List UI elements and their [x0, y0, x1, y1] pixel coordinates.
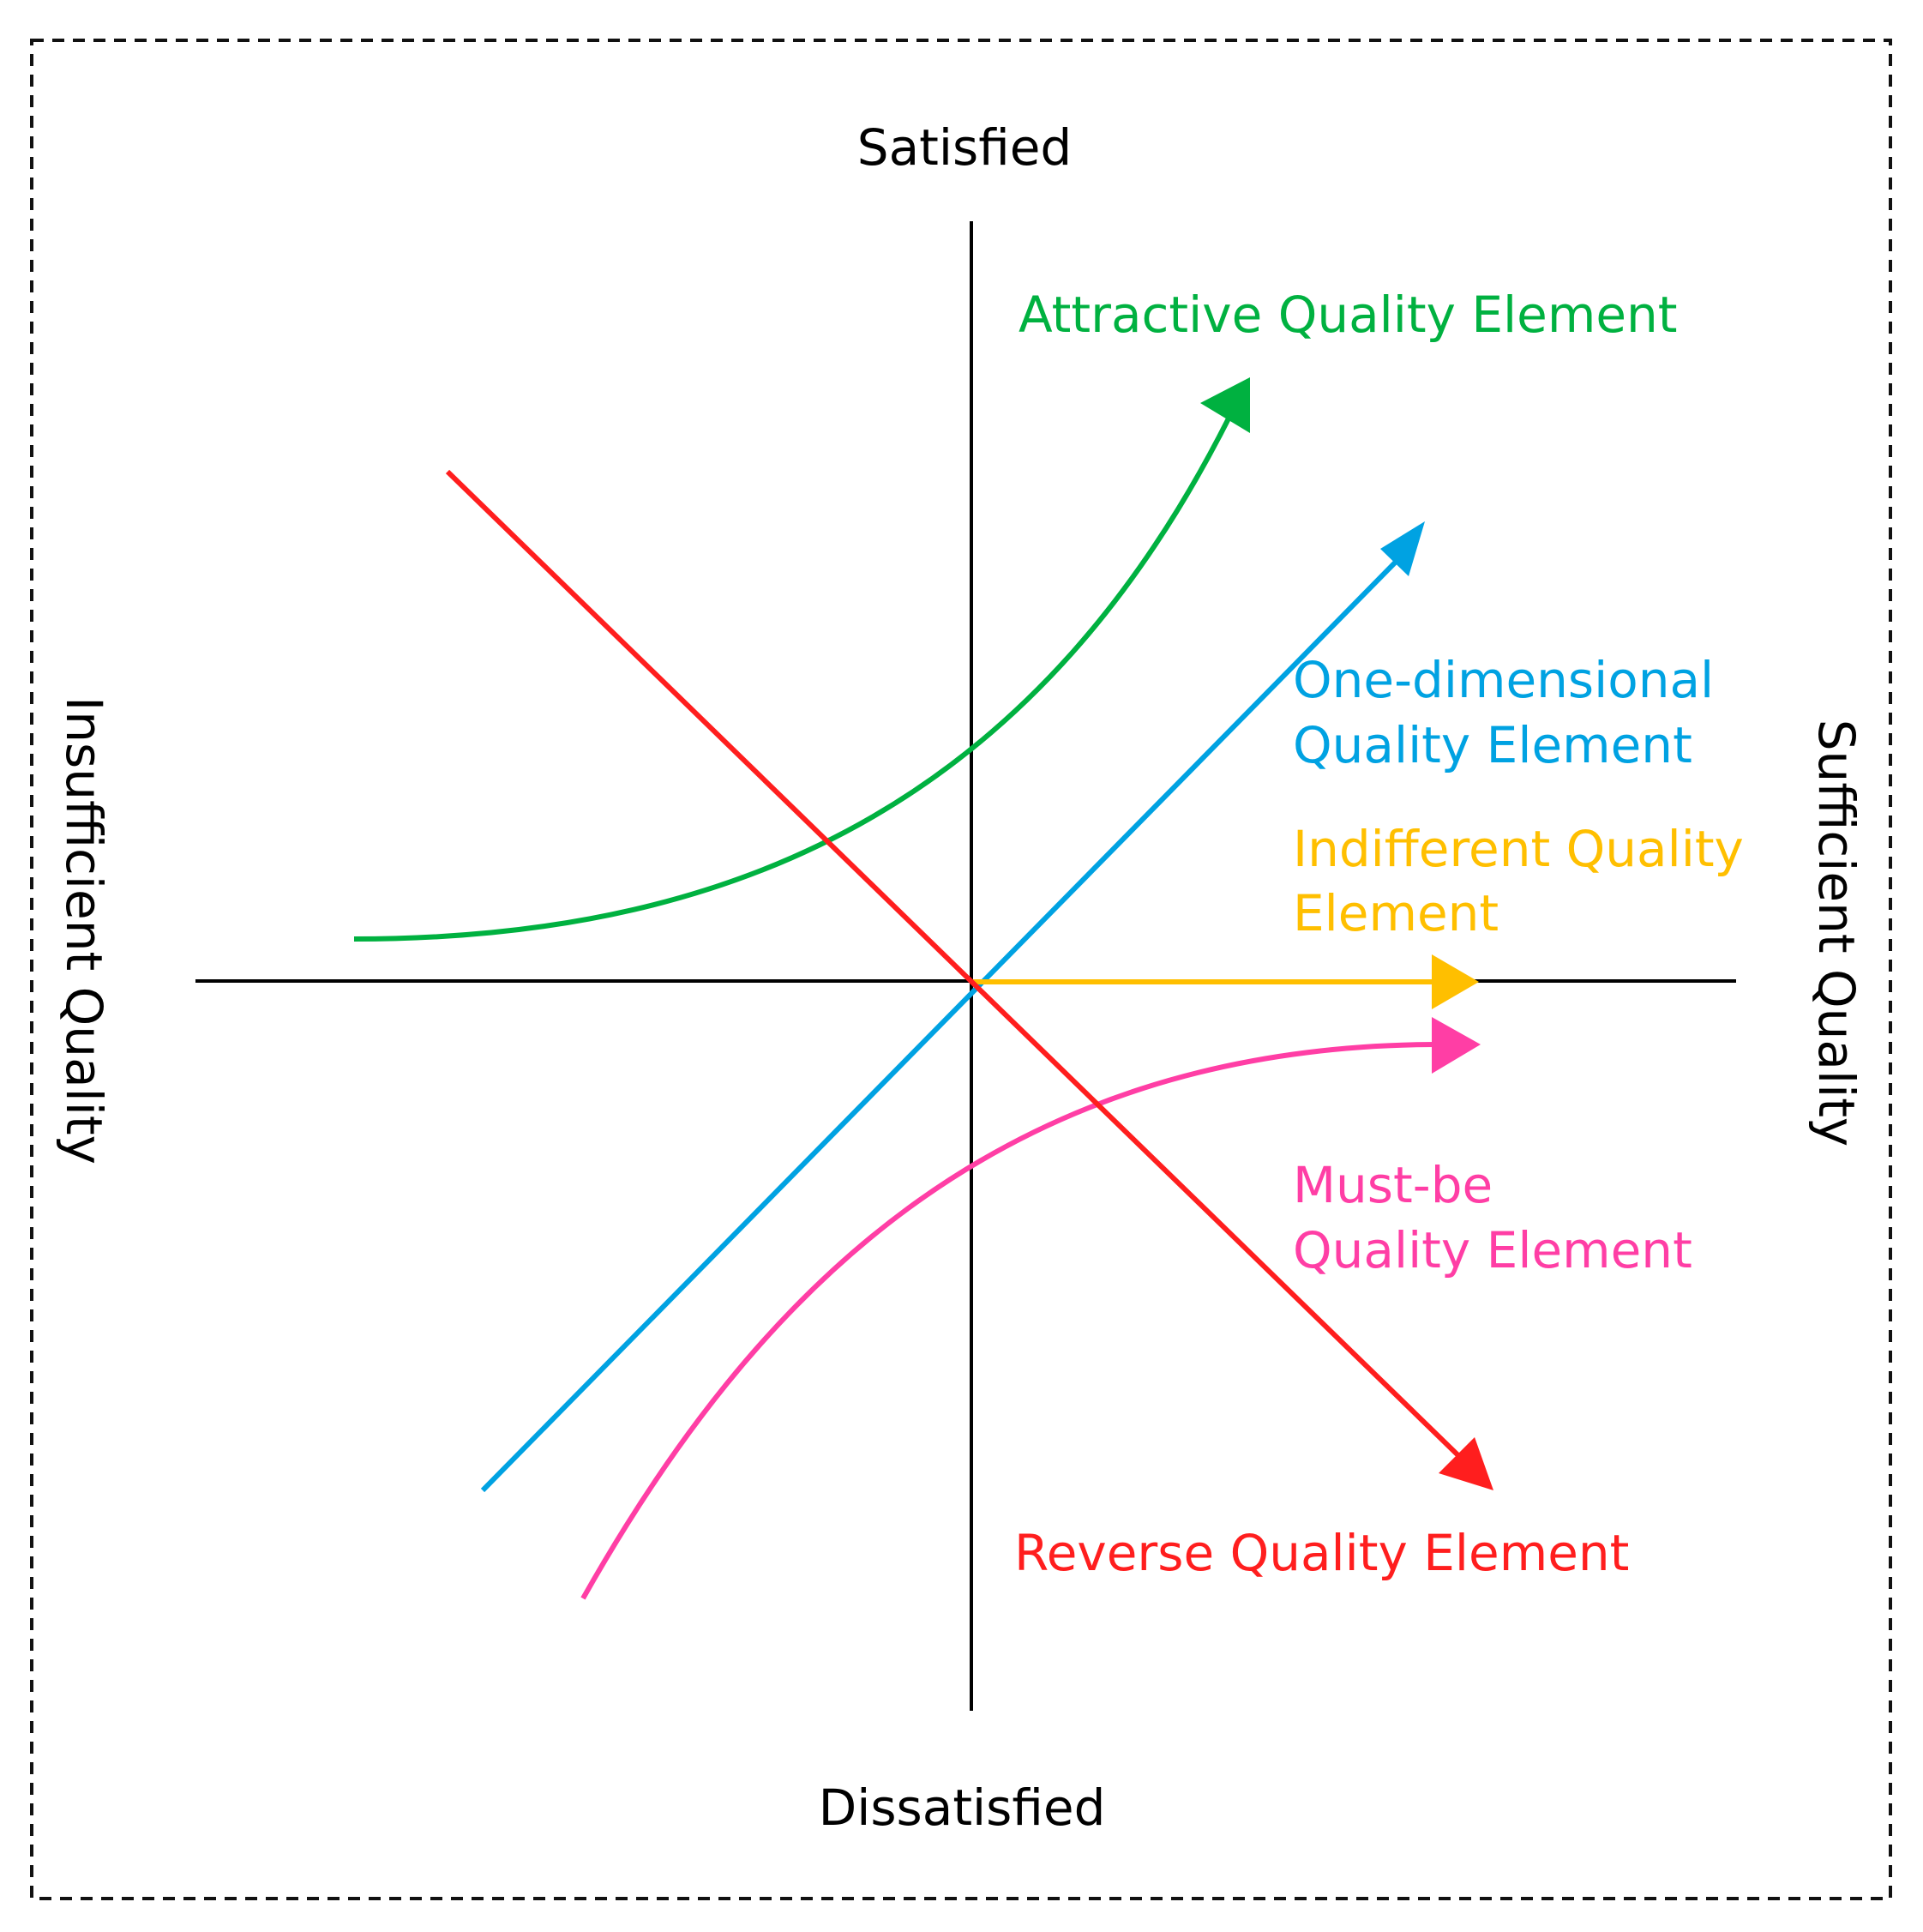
must-be-arrowhead [1432, 1017, 1481, 1074]
diagram-frame [30, 39, 1892, 1900]
indifferent-label-line-2: Element [1293, 884, 1499, 942]
reverse-arrowhead [1439, 1437, 1493, 1490]
reverse-line [445, 469, 1493, 1490]
one-dimensional-line-stroke [480, 549, 1409, 1493]
axis-label-right: Sufficient Quality [1807, 719, 1866, 1147]
attractive-curve-line [353, 405, 1237, 942]
axis-label-bottom: Dissatisfied [819, 1779, 1106, 1837]
attractive-curve [353, 377, 1250, 942]
one-dimensional-label: One-dimensional Quality Element [1293, 651, 1730, 774]
must-be-curve-line [580, 1042, 1437, 1600]
one-dimensional-arrowhead [1380, 521, 1425, 576]
must-be-label-line-2: Quality Element [1293, 1221, 1692, 1279]
attractive-label-line: Attractive Quality Element [1019, 286, 1678, 344]
indifferent-label-line-1: Indifferent Quality [1293, 820, 1744, 878]
must-be-label-line-1: Must-be [1293, 1156, 1493, 1214]
must-be-label: Must-be Quality Element [1293, 1156, 1692, 1279]
reverse-label: Reverse Quality Element [1014, 1524, 1629, 1582]
axis-label-left: Insufficient Quality [55, 696, 113, 1165]
attractive-arrowhead [1200, 377, 1250, 433]
axis-label-top: Satisfied [857, 118, 1072, 177]
must-be-curve [580, 1017, 1481, 1600]
reverse-label-line: Reverse Quality Element [1014, 1524, 1629, 1582]
one-dimensional-label-line-2: Quality Element [1293, 716, 1692, 774]
indifferent-arrowhead [1432, 954, 1479, 1009]
indifferent-line [971, 954, 1479, 1009]
indifferent-label: Indifferent Quality Element [1293, 820, 1759, 942]
one-dimensional-label-line-1: One-dimensional [1293, 651, 1714, 709]
attractive-label: Attractive Quality Element [1019, 286, 1678, 344]
one-dimensional-line [480, 521, 1425, 1493]
reverse-line-stroke [445, 469, 1470, 1467]
